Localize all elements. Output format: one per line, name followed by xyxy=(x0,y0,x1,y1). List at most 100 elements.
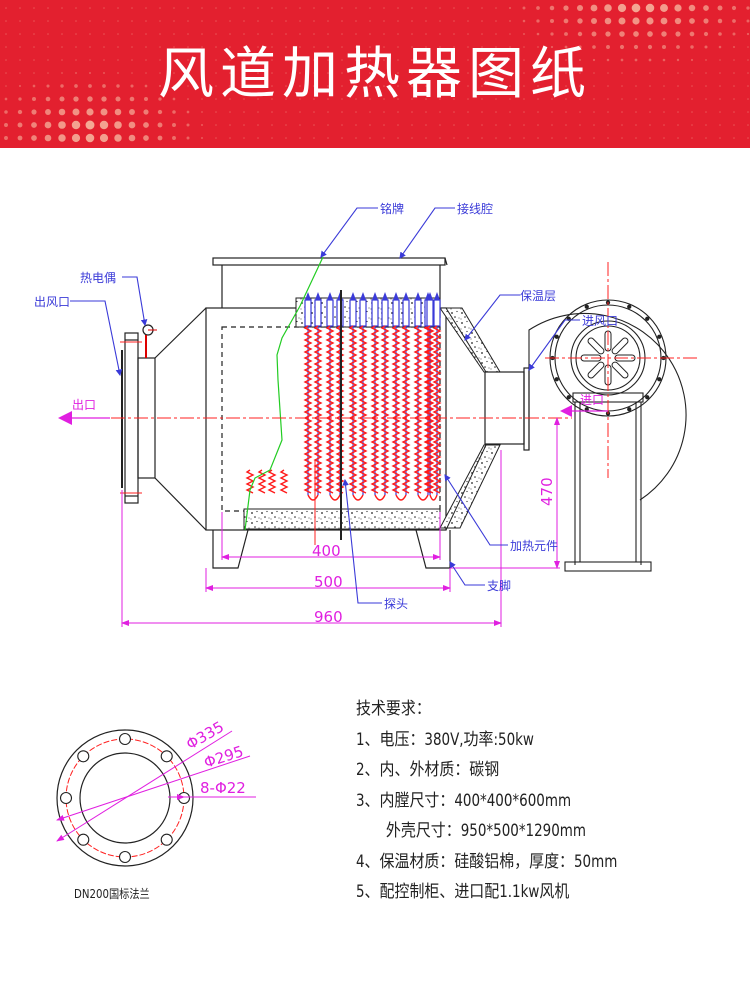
halftone-dot xyxy=(691,98,693,100)
halftone-dot xyxy=(131,7,133,9)
halftone-dot xyxy=(733,85,735,87)
fan-inlet-slot xyxy=(611,361,629,379)
halftone-dot xyxy=(439,33,441,35)
halftone-dot xyxy=(565,137,567,139)
flange-detail: Φ335 Φ295 8-Φ22 xyxy=(56,718,256,867)
halftone-dot xyxy=(718,32,722,36)
flange-bolt-hole xyxy=(77,750,90,763)
halftone-dot xyxy=(522,6,526,10)
halftone-dot xyxy=(635,98,637,100)
halftone-dot xyxy=(453,46,455,48)
halftone-dot xyxy=(747,137,749,139)
halftone-dot xyxy=(579,59,581,61)
halftone-dot xyxy=(591,31,597,37)
insulation-label: 保温层 xyxy=(520,289,556,303)
halftone-dot xyxy=(604,17,612,25)
halftone-dot xyxy=(590,17,598,25)
halftone-dot xyxy=(46,84,50,88)
halftone-dot xyxy=(495,20,497,22)
halftone-dot xyxy=(85,120,95,130)
halftone-dot xyxy=(551,85,553,87)
halftone-dot xyxy=(509,137,511,139)
heating-element xyxy=(279,469,289,494)
halftone-dot xyxy=(313,33,315,35)
halftone-dot xyxy=(481,20,483,22)
halftone-dot xyxy=(243,59,245,61)
halftone-dot xyxy=(215,7,217,9)
halftone-dot xyxy=(717,18,723,24)
halftone-dot xyxy=(75,72,77,74)
halftone-dot xyxy=(369,85,371,87)
halftone-dot xyxy=(425,33,427,35)
halftone-dot xyxy=(114,134,122,142)
inlet-connection xyxy=(484,367,530,451)
halftone-dot xyxy=(117,72,119,74)
halftone-dot xyxy=(327,33,329,35)
halftone-dot xyxy=(731,5,737,11)
halftone-dot xyxy=(131,46,133,48)
halftone-dot xyxy=(215,46,217,48)
halftone-dot xyxy=(632,17,640,25)
halftone-dot xyxy=(689,18,695,24)
halftone-dot xyxy=(31,109,37,115)
halftone-dot xyxy=(746,19,750,23)
halftone-dot xyxy=(243,20,245,22)
halftone-dot xyxy=(663,124,665,126)
halftone-dot xyxy=(537,72,539,74)
halftone-dot xyxy=(103,46,105,48)
halftone-dot xyxy=(411,20,413,22)
halftone-dot xyxy=(299,33,301,35)
halftone-dot xyxy=(145,46,147,48)
halftone-dot xyxy=(495,33,497,35)
fan-inlet-slot xyxy=(587,337,605,355)
halftone-dot xyxy=(705,59,707,61)
halftone-dot xyxy=(88,84,92,88)
halftone-dot xyxy=(158,84,162,88)
halftone-dot xyxy=(187,72,189,74)
halftone-dot xyxy=(635,111,637,113)
halftone-dot xyxy=(101,96,107,102)
halftone-dot xyxy=(45,109,51,115)
halftone-dot xyxy=(617,3,627,13)
halftone-dot xyxy=(102,84,106,88)
halftone-dot xyxy=(116,84,120,88)
halftone-dot xyxy=(579,72,581,74)
outlet-label: 出口 xyxy=(72,398,96,412)
halftone-dot xyxy=(243,33,245,35)
halftone-dot xyxy=(72,108,80,116)
halftone-dot xyxy=(677,111,679,113)
fan-inlet-slot xyxy=(611,337,629,355)
halftone-dot xyxy=(495,46,497,48)
halftone-dot xyxy=(619,31,625,37)
halftone-dot xyxy=(285,85,287,87)
halftone-dot xyxy=(663,111,665,113)
halftone-dot xyxy=(215,124,217,126)
halftone-dot xyxy=(327,20,329,22)
halftone-dot xyxy=(299,59,301,61)
halftone-dot xyxy=(593,72,595,74)
support-legs xyxy=(212,529,451,569)
flange-bolt-holes: 8-Φ22 xyxy=(200,779,246,797)
halftone-dot xyxy=(675,31,681,37)
halftone-dot xyxy=(117,59,119,61)
halftone-dot xyxy=(577,18,583,24)
halftone-dot xyxy=(383,33,385,35)
halftone-dot xyxy=(327,98,329,100)
halftone-dot xyxy=(89,33,91,35)
halftone-dot xyxy=(606,58,610,62)
flange-bolt-hole xyxy=(160,750,173,763)
halftone-dot xyxy=(18,84,22,88)
halftone-dot xyxy=(341,20,343,22)
halftone-dot xyxy=(47,46,49,48)
halftone-dot xyxy=(383,85,385,87)
halftone-dot xyxy=(481,72,483,74)
halftone-dot xyxy=(551,59,553,61)
halftone-dot xyxy=(411,59,413,61)
halftone-dot xyxy=(172,97,176,101)
halftone-dot xyxy=(733,72,735,74)
halftone-dot xyxy=(61,7,63,9)
halftone-dot xyxy=(705,124,707,126)
halftone-dot xyxy=(143,96,149,102)
halftone-dot xyxy=(509,85,511,87)
halftone-dot xyxy=(285,33,287,35)
